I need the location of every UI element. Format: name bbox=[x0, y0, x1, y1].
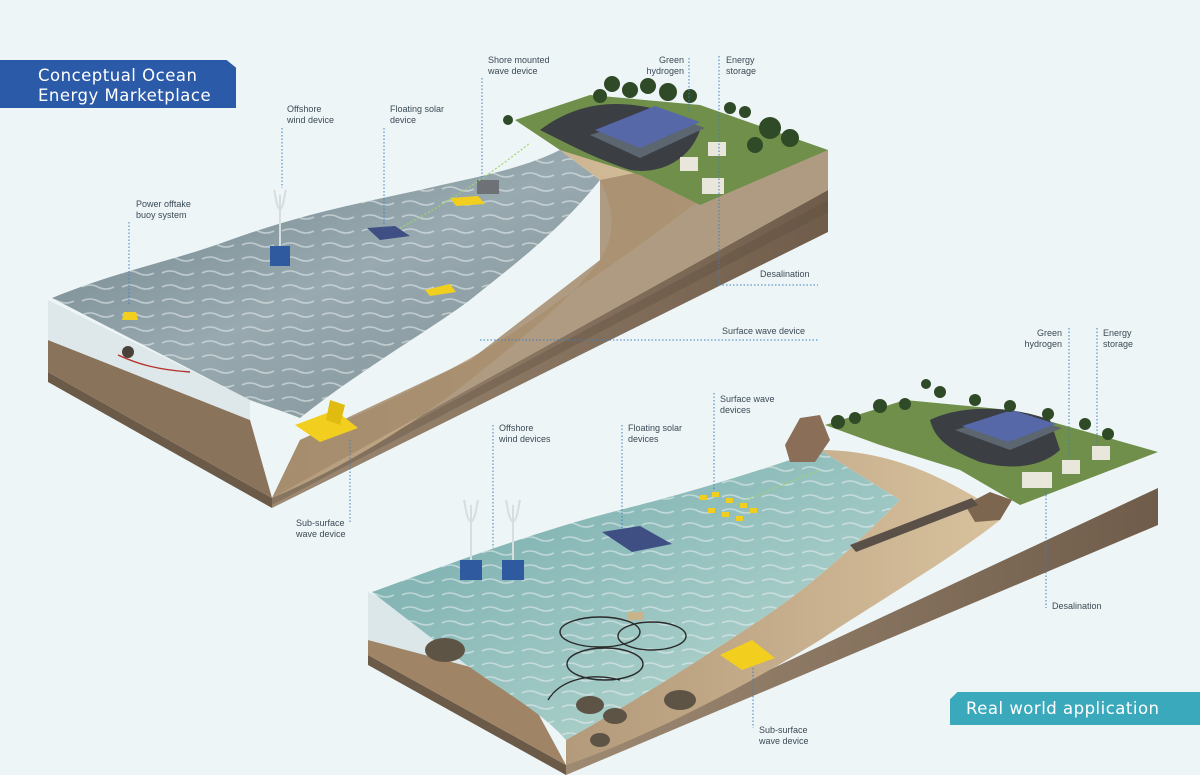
surface-wave-buoys bbox=[700, 492, 757, 521]
callout-offshore-wind: Offshore wind device bbox=[287, 104, 335, 125]
seabed-floor bbox=[48, 340, 272, 498]
water-side-face bbox=[48, 300, 250, 420]
sub-surface-wave-device bbox=[720, 640, 775, 670]
rock-headland bbox=[785, 415, 830, 462]
title-line-2: Energy Marketplace bbox=[38, 86, 212, 105]
trees bbox=[503, 76, 799, 153]
offshore-wind-devices bbox=[460, 499, 524, 580]
power-cable bbox=[734, 469, 821, 506]
ocean-foam bbox=[372, 450, 900, 740]
solar-roof bbox=[962, 410, 1056, 442]
callout-power-offtake: Power offtake buoy system bbox=[136, 199, 191, 220]
callout-energy-storage: Energy storage bbox=[726, 55, 757, 76]
desalination-unit bbox=[702, 178, 724, 194]
power-cable bbox=[392, 142, 531, 233]
surface-wave-buoy bbox=[425, 284, 456, 296]
seabed-floor bbox=[368, 640, 566, 765]
ocean-foam bbox=[52, 150, 600, 418]
callout-surface-wave: Surface wave device bbox=[722, 326, 806, 336]
offshore-wind-rotor bbox=[273, 189, 287, 212]
storage-unit bbox=[680, 157, 698, 171]
title-line-1: Conceptual Ocean bbox=[38, 66, 198, 85]
real-world-banner: Real world application bbox=[950, 692, 1200, 725]
callout-real-sub-surface: Sub-surface wave device bbox=[759, 725, 809, 746]
seabed-cables bbox=[547, 616, 687, 701]
power-offtake-buoy bbox=[122, 312, 138, 320]
shore-wave-device bbox=[477, 180, 499, 194]
beach-sand bbox=[566, 450, 1000, 765]
callout-real-surface-wave: Surface wave devices bbox=[720, 394, 775, 415]
land-cliff-side bbox=[272, 190, 828, 508]
callout-real-green-hydrogen: Green hydrogen bbox=[1024, 328, 1062, 349]
floating-solar-devices bbox=[602, 526, 672, 552]
callout-real-desalination: Desalination bbox=[1052, 601, 1102, 611]
seabed-front-side bbox=[48, 372, 272, 508]
floating-solar-device bbox=[367, 226, 410, 240]
callout-floating-solar: Floating solar device bbox=[390, 104, 445, 125]
leader-lines bbox=[128, 56, 1098, 728]
seabed-cable bbox=[117, 354, 191, 373]
callout-sub-surface: Sub-surface wave device bbox=[296, 518, 346, 539]
callout-shore-mounted: Shore mounted wave device bbox=[488, 55, 550, 76]
conceptual-scene bbox=[48, 76, 828, 508]
storage-unit bbox=[1062, 460, 1080, 474]
hill-slope bbox=[272, 150, 828, 498]
title-banner: Conceptual Ocean Energy Marketplace bbox=[0, 60, 236, 108]
callout-real-floating-solar: Floating solar devices bbox=[628, 423, 683, 444]
callout-desalination: Desalination bbox=[760, 269, 810, 279]
storage-unit bbox=[708, 142, 726, 156]
solar-roof bbox=[595, 106, 700, 148]
seabed-rock bbox=[122, 346, 134, 358]
sub-surface-wave-device-fin bbox=[326, 400, 345, 425]
callout-real-offshore-wind: Offshore wind devices bbox=[499, 423, 551, 444]
callout-real-energy-storage: Energy storage bbox=[1103, 328, 1134, 349]
land-cliff-side bbox=[566, 488, 1158, 775]
rock-outcrop bbox=[965, 492, 1012, 522]
seabed-front-side bbox=[368, 655, 566, 775]
callout-green-hydrogen: Green hydrogen bbox=[646, 55, 684, 76]
desalination-unit bbox=[1022, 472, 1052, 488]
surface-wave-device bbox=[450, 196, 485, 206]
sub-surface-wave-device bbox=[295, 410, 358, 442]
underwater-vehicle bbox=[628, 612, 644, 620]
trees bbox=[831, 379, 1114, 440]
pier bbox=[850, 498, 978, 552]
offshore-wind-base bbox=[270, 246, 290, 266]
land-strata bbox=[272, 200, 828, 505]
real-world-scene bbox=[368, 379, 1158, 775]
storage-unit bbox=[1092, 446, 1110, 460]
seabed-rocks bbox=[425, 638, 696, 747]
